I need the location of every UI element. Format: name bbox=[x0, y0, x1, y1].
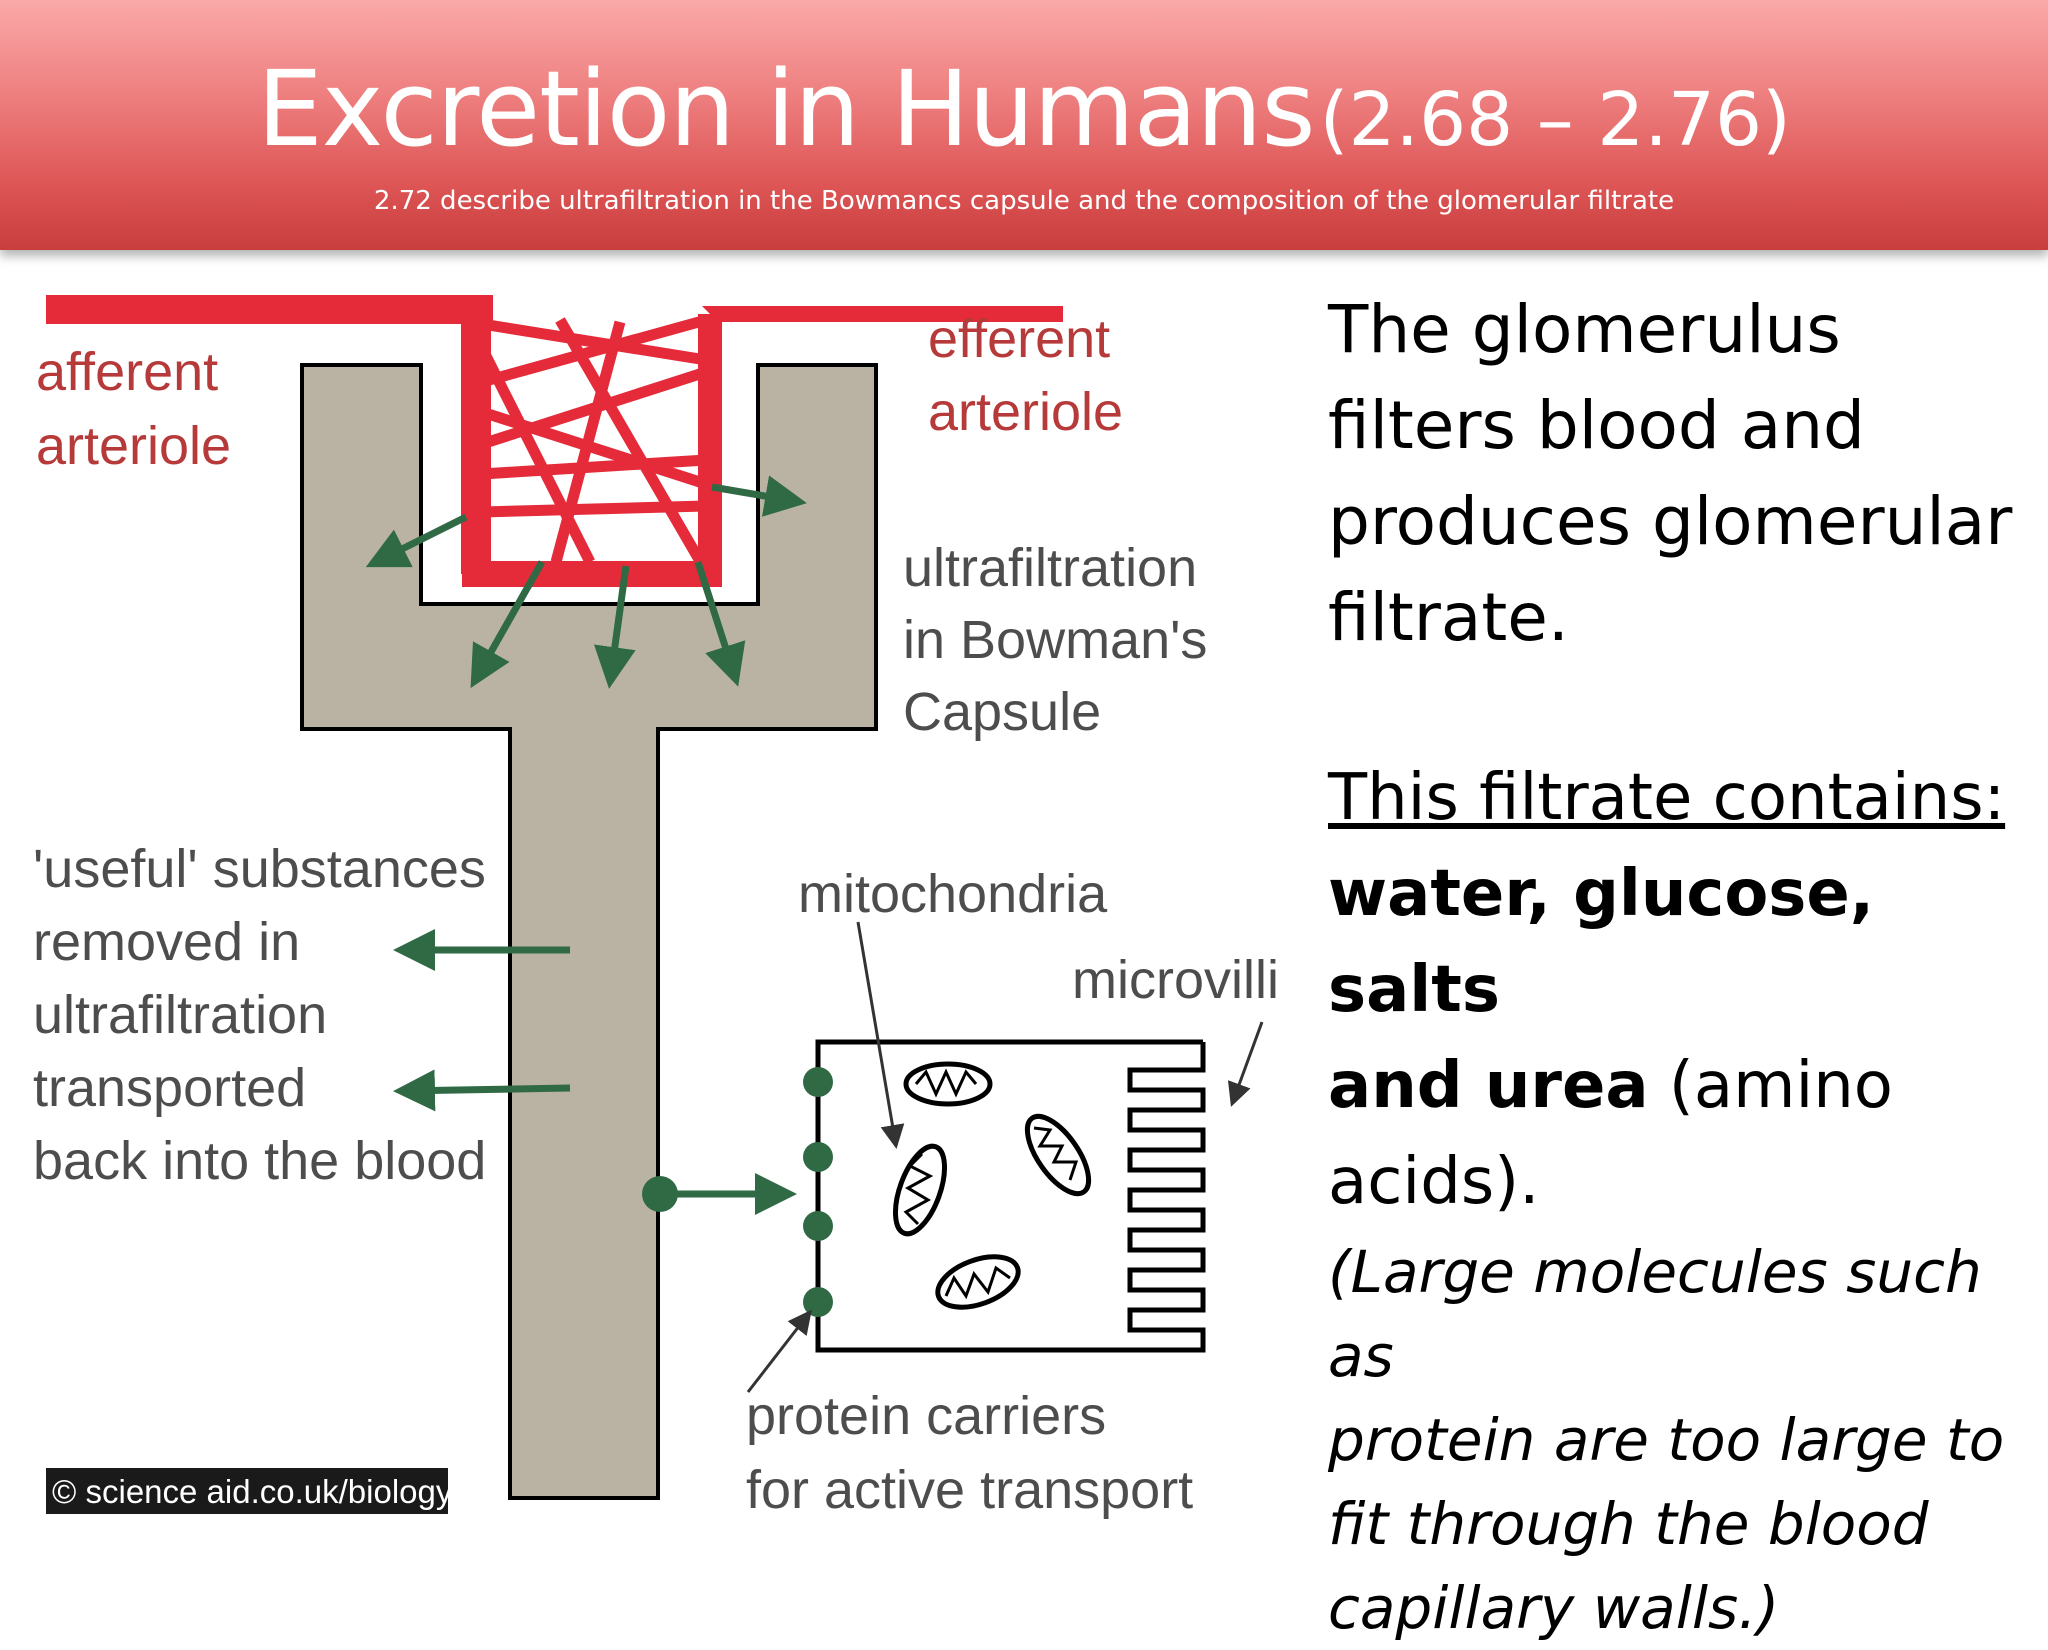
efferent-arteriole bbox=[702, 306, 1063, 322]
ultrafiltration-label-2: in Bowman's bbox=[903, 610, 1207, 670]
useful-label-4: transported bbox=[33, 1058, 306, 1118]
efferent-label-2: arteriole bbox=[928, 382, 1123, 442]
microvilli-pointer bbox=[1227, 1021, 1264, 1107]
ultrafiltration-arrows bbox=[365, 475, 807, 1215]
credit-box bbox=[46, 1468, 448, 1514]
useful-label-3: ultrafiltration bbox=[33, 985, 327, 1045]
carriers-pointer bbox=[746, 1309, 812, 1393]
carriers-label-1: protein carriers bbox=[746, 1386, 1106, 1446]
mitochondrion-4 bbox=[935, 1254, 1021, 1310]
useful-label-2: removed in bbox=[33, 912, 300, 972]
note-line-4: capillary walls.) bbox=[1328, 1574, 1780, 1642]
bowmans-capsule bbox=[300, 363, 878, 1500]
contents-paragraph: This filtrate contains: water, glucose, … bbox=[1328, 750, 2028, 1230]
protein-carriers bbox=[803, 1067, 833, 1317]
afferent-arteriole bbox=[46, 295, 493, 324]
mitochondrion-3 bbox=[1024, 1113, 1092, 1197]
useful-label-1: 'useful' substances bbox=[33, 839, 486, 899]
intro-paragraph: The glomerulus filters blood and produce… bbox=[1328, 282, 2028, 666]
ultrafiltration-label-1: ultrafiltration bbox=[903, 538, 1197, 598]
mitochondria-pointer bbox=[856, 921, 905, 1149]
protein-carrier-3 bbox=[803, 1211, 833, 1241]
contents-line-3: acids). bbox=[1328, 1145, 1540, 1219]
afferent-label-2: arteriole bbox=[36, 416, 231, 476]
contents-heading: This filtrate contains: bbox=[1328, 761, 2006, 835]
contents-rest: (amino bbox=[1648, 1049, 1893, 1123]
title-banner: Excretion in Humans (2.68 – 2.76) 2.72 d… bbox=[0, 0, 2048, 250]
mitochondrion-2 bbox=[892, 1143, 948, 1237]
reabsorption-point bbox=[642, 1176, 678, 1212]
note-paragraph: (Large molecules such as protein are too… bbox=[1328, 1230, 2028, 1650]
explanation-text: The glomerulus filters blood and produce… bbox=[1328, 282, 2028, 1650]
note-open-paren: ( bbox=[1328, 1238, 1351, 1306]
protein-carrier-2 bbox=[803, 1142, 833, 1172]
glomerulus-capillaries bbox=[461, 302, 722, 587]
contents-bold-2: and urea bbox=[1328, 1049, 1649, 1123]
intro-line-3: produces glomerular bbox=[1328, 483, 2013, 560]
mitochondrion-1 bbox=[903, 1061, 993, 1107]
mitochondria-label: mitochondria bbox=[798, 864, 1108, 924]
note-line-2: protein are too large to bbox=[1328, 1406, 2005, 1474]
intro-line-1: The glomerulus bbox=[1328, 291, 1841, 368]
afferent-label-1: afferent bbox=[36, 342, 218, 402]
intro-line-2: filters blood and bbox=[1328, 387, 1865, 464]
ultrafiltration-label-3: Capsule bbox=[903, 682, 1101, 742]
page-subtitle: 2.72 describe ultrafiltration in the Bow… bbox=[373, 186, 1675, 216]
efferent-label-1: efferent bbox=[928, 309, 1110, 369]
protein-carrier-4 bbox=[803, 1287, 833, 1317]
contents-bold-1: water, glucose, salts bbox=[1328, 857, 1875, 1027]
microvilli-label: microvilli bbox=[1072, 950, 1279, 1010]
note-line-1: Large molecules such as bbox=[1328, 1238, 1982, 1390]
useful-label-5: back into the blood bbox=[33, 1131, 486, 1191]
page-title: Excretion in Humans (2.68 – 2.76) bbox=[0, 48, 2048, 170]
title-spec-range: (2.68 – 2.76) bbox=[1319, 77, 1791, 163]
credit-text: © science aid.co.uk/biology bbox=[52, 1473, 453, 1510]
nephron-diagram: afferent arteriole efferent arteriole ul… bbox=[33, 295, 1279, 1520]
title-main: Excretion in Humans bbox=[257, 48, 1315, 170]
note-line-3: fit through the blood bbox=[1328, 1490, 1929, 1558]
carriers-label-2: for active transport bbox=[746, 1460, 1193, 1520]
intro-line-4: filtrate. bbox=[1328, 579, 1569, 656]
mitochondria-group bbox=[892, 1061, 1092, 1310]
protein-carrier-1 bbox=[803, 1067, 833, 1097]
tubule-cell bbox=[815, 1039, 1206, 1353]
